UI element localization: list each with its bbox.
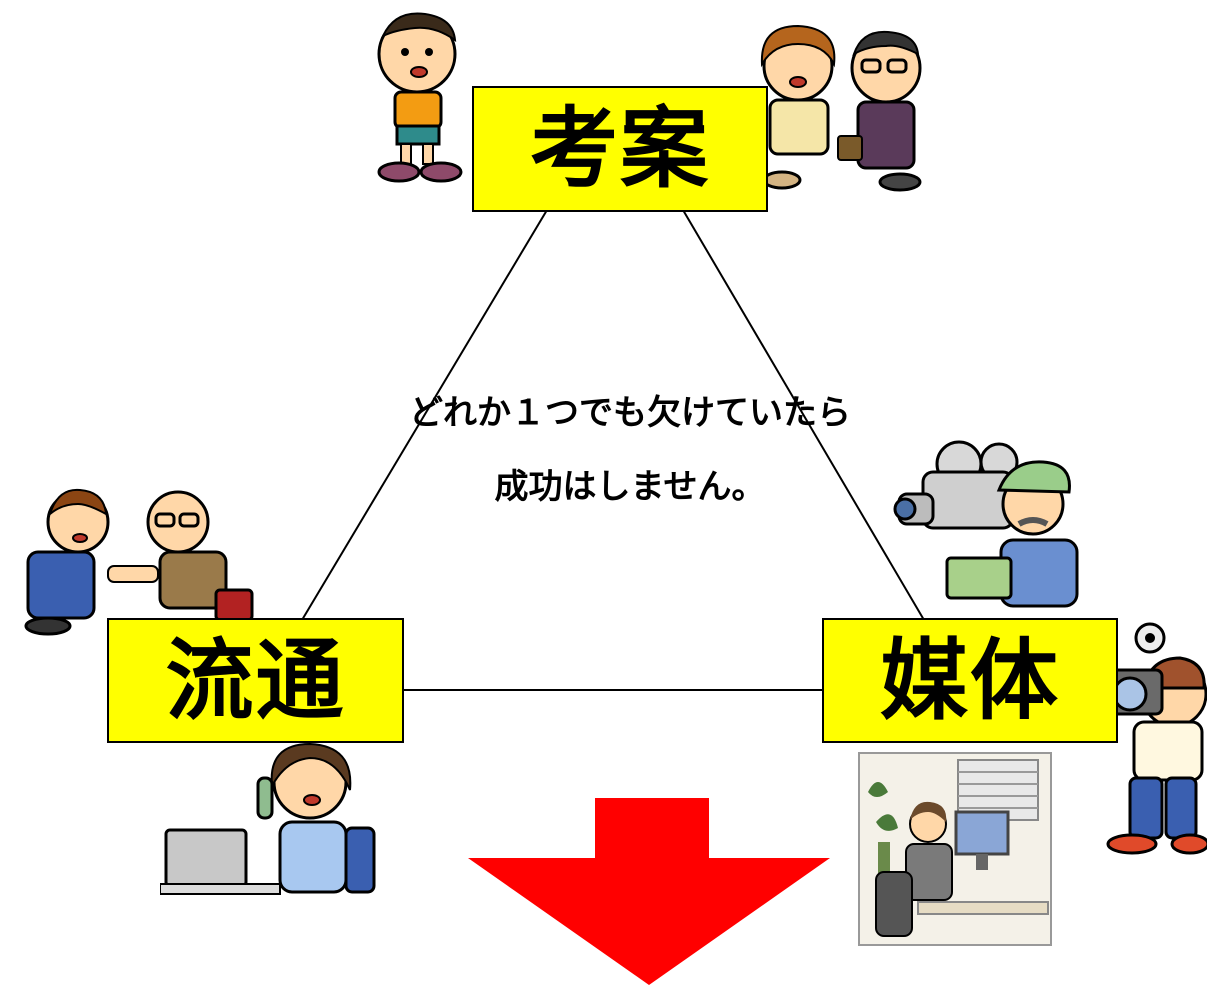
message-line-1: どれか１つでも欠けていたら bbox=[409, 393, 851, 433]
message-line-2: 成功はしません。 bbox=[494, 467, 766, 507]
down-arrow-icon bbox=[468, 798, 830, 985]
business-handshake-illustration bbox=[24, 488, 254, 636]
greeting-couple-illustration bbox=[760, 24, 922, 192]
box-distribution: 流通 bbox=[107, 618, 404, 743]
office-worker-illustration bbox=[858, 752, 1052, 946]
phone-operator-illustration bbox=[160, 742, 376, 895]
thinking-boy-illustration bbox=[377, 12, 463, 183]
cameraman-illustration bbox=[893, 440, 1079, 608]
box-media: 媒体 bbox=[822, 618, 1118, 743]
line-top-right bbox=[682, 209, 925, 621]
box-concept: 考案 bbox=[472, 86, 768, 212]
line-top-left bbox=[301, 209, 548, 621]
down-arrow-shape bbox=[468, 798, 830, 985]
